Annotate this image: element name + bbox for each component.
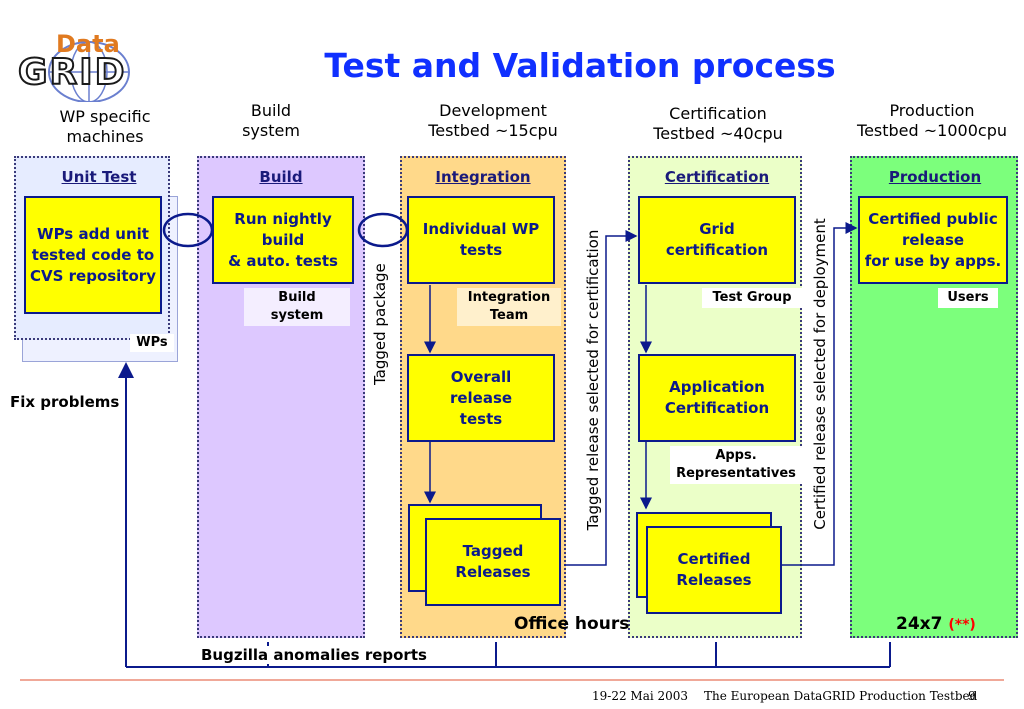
tag-integration-team: Integration Team — [457, 288, 561, 326]
header-line: Production — [889, 101, 975, 120]
box-line: Certified public — [868, 209, 998, 228]
bugzilla-label: Bugzilla anomalies reports — [199, 646, 429, 664]
box-line: Releases — [455, 563, 531, 581]
tagged-package-label: Tagged package — [371, 263, 389, 385]
header-line: WP specific — [59, 107, 151, 126]
header-line: system — [242, 121, 300, 140]
twentyfour-seven-label: 24x7 (**) — [896, 614, 976, 634]
box-run-nightly-build: Run nightly build & auto. tests — [212, 196, 354, 284]
tag-line: Team — [489, 308, 529, 323]
production-title: Production — [888, 168, 982, 186]
box-overall-release-tests: Overall release tests — [407, 354, 555, 442]
header-build-system: Build system — [211, 101, 331, 141]
box-line: release — [449, 388, 513, 407]
box-line: certification — [665, 241, 769, 259]
tag-line: Apps. — [715, 448, 757, 463]
box-certified-public-release: Certified public release for use by apps… — [858, 196, 1008, 284]
header-line: machines — [66, 127, 144, 146]
integration-title: Integration — [435, 168, 531, 186]
tag-wps: WPs — [130, 334, 174, 352]
box-individual-wp-tests: Individual WP tests — [407, 196, 555, 284]
page-title: Test and Validation process — [324, 46, 836, 85]
header-line: Testbed ~15cpu — [428, 121, 558, 140]
tagged-release-selected-label: Tagged release selected for certificatio… — [584, 229, 602, 531]
footer-date: 19-22 Mai 2003 — [592, 689, 689, 703]
header-certification-testbed: Certification Testbed ~40cpu — [628, 104, 808, 144]
box-line: tests — [459, 241, 503, 259]
box-line: CVS repository — [30, 266, 156, 285]
cycle-build-integration — [357, 212, 409, 248]
box-line: tested code to — [31, 245, 155, 264]
header-line: Development — [439, 101, 547, 120]
header-wp-machines: WP specific machines — [30, 107, 180, 147]
logo-grid-text: GRID — [17, 51, 127, 94]
box-line: build — [261, 230, 305, 249]
logo-data-text: Data — [56, 30, 120, 58]
tag-line: Integration — [467, 290, 551, 305]
box-certified-releases: Certified Releases — [646, 526, 782, 614]
header-development-testbed: Development Testbed ~15cpu — [405, 101, 581, 141]
cycle-unit-build — [162, 212, 214, 248]
tag-users: Users — [938, 288, 998, 308]
unit-test-title: Unit Test — [61, 168, 137, 186]
tag-line: Build — [278, 290, 316, 305]
tag-line: system — [270, 308, 324, 323]
box-wp-add-unit-tested-code: WPs add unit tested code to CVS reposito… — [24, 196, 162, 314]
box-line: Overall — [450, 367, 512, 386]
box-line: Certified — [677, 550, 751, 568]
box-line: Application — [669, 378, 765, 396]
box-application-certification: Application Certification — [638, 354, 796, 442]
box-line: Certification — [664, 399, 770, 417]
box-line: tests — [459, 409, 503, 428]
certification-title: Certification — [664, 168, 770, 186]
header-line: Build — [250, 101, 292, 120]
box-line: & auto. tests — [228, 251, 338, 270]
tag-build-system: Build system — [244, 288, 350, 326]
box-line: Tagged — [462, 542, 524, 560]
box-line: Individual WP — [422, 220, 540, 238]
box-line: for use by apps. — [864, 251, 1002, 270]
box-grid-certification: Grid certification — [638, 196, 796, 284]
footer-page-number: 9 — [968, 689, 976, 703]
box-tagged-releases: Tagged Releases — [425, 518, 561, 606]
build-title: Build — [259, 168, 303, 186]
box-line: Run nightly — [234, 209, 332, 228]
twentyfour-note: (**) — [948, 617, 976, 633]
tag-test-group: Test Group — [702, 288, 802, 308]
fix-problems-label: Fix problems — [10, 393, 120, 411]
datagrid-logo: Data GRID — [14, 30, 154, 102]
twentyfour-text: 24x7 — [896, 614, 943, 634]
tag-apps-representatives: Apps. Representatives — [670, 446, 802, 484]
box-line: WPs add unit — [37, 224, 149, 243]
office-hours-label: Office hours — [514, 614, 630, 634]
tag-line: Representatives — [676, 466, 796, 481]
globe-icon — [48, 41, 130, 102]
footer-event: The European DataGRID Production Testbed — [704, 689, 978, 703]
box-line: Grid — [699, 220, 735, 238]
header-line: Testbed ~1000cpu — [857, 121, 1007, 140]
header-production-testbed: Production Testbed ~1000cpu — [842, 101, 1022, 141]
header-line: Testbed ~40cpu — [653, 124, 783, 143]
certified-release-selected-label: Certified release selected for deploymen… — [811, 218, 829, 530]
box-line: release — [901, 230, 965, 249]
box-line: Releases — [676, 571, 752, 589]
header-line: Certification — [669, 104, 767, 123]
